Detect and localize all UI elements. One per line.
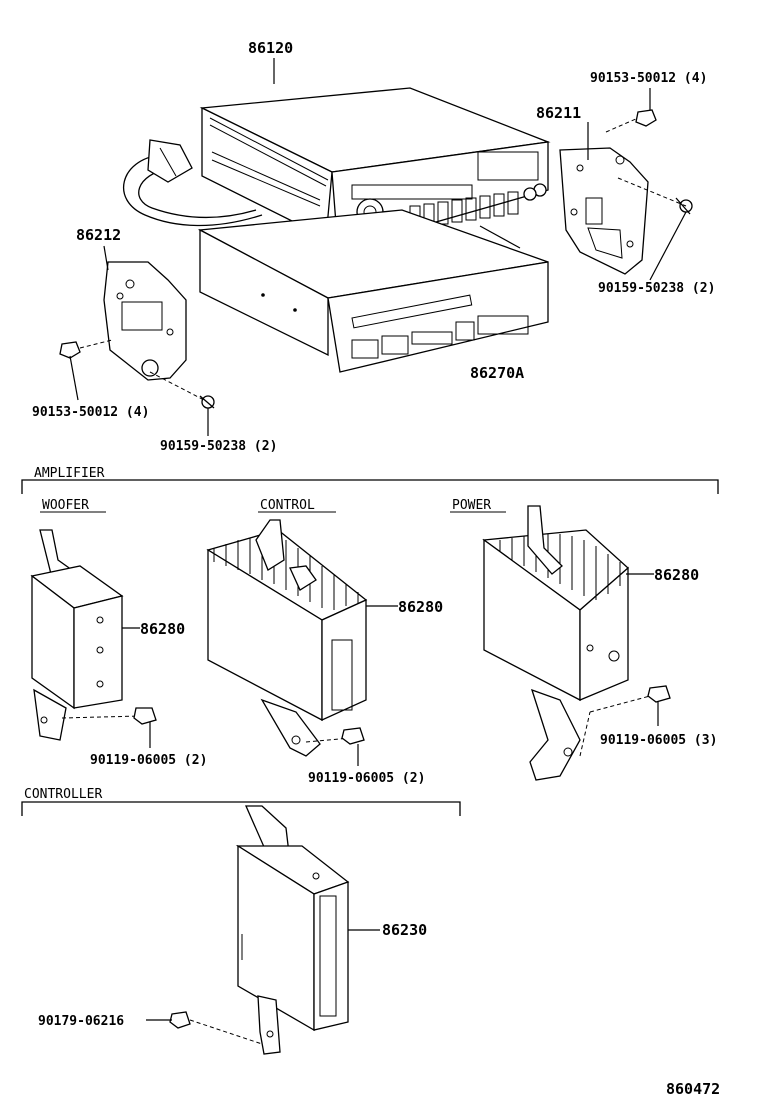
part-label-amp-power: 86280 xyxy=(654,566,699,584)
section-power: POWER xyxy=(452,498,491,513)
cd-unit-86270A xyxy=(197,209,549,373)
part-label-screw-left-bottom: 90159-50238 (2) xyxy=(160,439,277,454)
part-label-nut-controller: 90179-06216 xyxy=(38,1014,124,1029)
part-label-controller: 86230 xyxy=(382,921,427,939)
controller-86230 xyxy=(146,805,380,1055)
part-label-86211: 86211 xyxy=(536,104,581,122)
top-labels: 86120 86211 90153-50012 (4) 90159-50238 … xyxy=(32,39,715,454)
figure-id: 860472 xyxy=(666,1080,720,1098)
part-label-screw-right-top: 90153-50012 (4) xyxy=(590,71,707,86)
section-woofer: WOOFER xyxy=(42,498,89,513)
woofer-amplifier xyxy=(30,529,157,748)
section-controller: CONTROLLER xyxy=(24,787,102,802)
bracket-86211 xyxy=(559,109,693,275)
part-label-bolt-power: 90119-06005 (3) xyxy=(600,733,717,748)
part-label-amp-control: 86280 xyxy=(398,598,443,616)
part-label-86212: 86212 xyxy=(76,226,121,244)
power-amplifier xyxy=(482,505,671,781)
part-label-amp-woofer: 86280 xyxy=(140,620,185,638)
control-amplifier xyxy=(206,519,398,766)
part-label-screw-left-top: 90153-50012 (4) xyxy=(32,405,149,420)
controller-section: CONTROLLER 86230 90179-06216 xyxy=(21,787,461,1055)
bracket-86212 xyxy=(59,261,215,409)
section-control: CONTROL xyxy=(260,498,315,513)
amplifier-section: AMPLIFIER WOOFER CONTROL POWER 86280 901… xyxy=(21,466,719,786)
part-label-86120: 86120 xyxy=(248,39,293,57)
part-label-bolt-woofer: 90119-06005 (2) xyxy=(90,753,207,768)
part-label-86270A: 86270A xyxy=(470,364,524,382)
section-amplifier: AMPLIFIER xyxy=(34,466,105,481)
part-label-screw-right-bottom: 90159-50238 (2) xyxy=(598,281,715,296)
part-label-bolt-control: 90119-06005 (2) xyxy=(308,771,425,786)
